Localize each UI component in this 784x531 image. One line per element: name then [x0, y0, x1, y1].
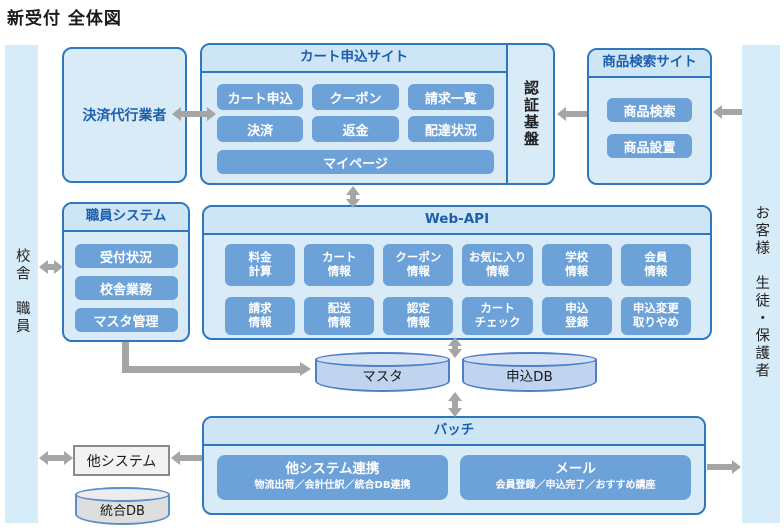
staff-system-header: 職員システム [64, 204, 188, 232]
actor-bar-customer: お客様 生徒・保護者 [742, 45, 780, 523]
arrow-cart-webapi [346, 186, 360, 208]
cart-site-buttons: カート申込 クーポン 請求一覧 決済 返金 配達状況 [217, 84, 494, 142]
coupon-info-button: クーポン 情報 [383, 244, 454, 286]
connector-staff-master-horizontal [122, 366, 300, 373]
actor-bar-customer-label: お客様 生徒・保護者 [753, 205, 770, 380]
application-register-button: 申込 登録 [541, 297, 612, 335]
product-search-button: 商品検索 [607, 98, 692, 122]
job-title: メール [555, 461, 596, 477]
arrow-payment-cart [172, 107, 216, 121]
job-title: 他システム連携 [285, 461, 380, 477]
arrow-staffbar-othersystem [39, 451, 73, 465]
integrated-db-label: 統合DB [100, 504, 145, 519]
fee-calc-button: 料金 計算 [225, 244, 296, 286]
cart-site-header: カート申込サイト [202, 45, 506, 73]
cart-apply-button: カート申込 [217, 84, 304, 110]
web-api-header: Web-API [204, 207, 710, 235]
delivery-status-button: 配達状況 [407, 116, 494, 142]
product-setup-button: 商品設置 [607, 134, 692, 158]
staff-system-panel: 職員システム 受付状況 校舎業務 マスタ管理 [62, 202, 190, 342]
certification-info-button: 認定 情報 [383, 297, 454, 335]
payment-button: 決済 [217, 116, 304, 142]
application-cancel-button: 申込変更 取りやめ [620, 297, 691, 335]
cart-info-button: カート 情報 [304, 244, 375, 286]
arrow-staffbar-staffsystem [39, 260, 63, 274]
arrow-db-batch [448, 392, 462, 417]
cart-check-button: カート チェック [462, 297, 533, 335]
billing-list-button: 請求一覧 [407, 84, 494, 110]
school-info-button: 学校 情報 [541, 244, 612, 286]
product-site-header: 商品検索サイト [589, 50, 710, 78]
refund-button: 返金 [312, 116, 399, 142]
reception-status-button: 受付状況 [74, 244, 178, 268]
shipping-info-button: 配送 情報 [304, 297, 375, 335]
payment-agent-box: 決済代行業者 [62, 47, 187, 183]
cylinder-top [315, 352, 450, 367]
connector-staff-master-vertical [122, 342, 129, 373]
web-api-buttons: 料金 計算 カート 情報 クーポン 情報 お気に入り 情報 学校 情報 会員 情… [225, 244, 691, 335]
job-subtitle: 会員登録／申込完了／おすすめ講座 [495, 479, 656, 491]
batch-header: バッチ [204, 418, 704, 446]
school-operations-button: 校舎業務 [74, 276, 178, 300]
master-management-button: マスタ管理 [74, 308, 178, 332]
arrow-webapi-db [448, 337, 462, 358]
billing-info-button: 請求 情報 [225, 297, 296, 335]
web-api-panel: Web-API 料金 計算 カート 情報 クーポン 情報 お気に入り 情報 学校… [202, 205, 712, 340]
connector-staff-master-arrowhead [300, 362, 311, 376]
payment-agent-label: 決済代行業者 [82, 108, 167, 124]
application-db-cylinder: 申込DB [462, 352, 597, 392]
cylinder-top [75, 487, 170, 502]
cylinder-top [462, 352, 597, 367]
mail-job: メール 会員登録／申込完了／おすすめ講座 [460, 455, 691, 500]
application-db-label: 申込DB [506, 369, 553, 385]
other-system-link-job: 他システム連携 物流出荷／会計仕訳／統合DB連携 [217, 455, 448, 500]
actor-bar-staff-label: 校舎 職員 [13, 248, 30, 336]
mypage-button: マイページ [217, 150, 494, 174]
cart-site-panel: カート申込サイト カート申込 クーポン 請求一覧 決済 返金 配達状況 マイペー… [200, 43, 555, 185]
other-system-label: 他システム [86, 453, 157, 470]
member-info-button: 会員 情報 [620, 244, 691, 286]
cart-site-main: カート申込サイト カート申込 クーポン 請求一覧 決済 返金 配達状況 マイペー… [202, 45, 506, 183]
arrow-batch-to-othersystem [171, 451, 202, 465]
arrow-batch-to-customer [707, 460, 741, 474]
coupon-button: クーポン [312, 84, 399, 110]
arrow-customer-to-product [713, 105, 742, 119]
master-db-label: マスタ [362, 369, 403, 385]
other-system-box: 他システム [73, 445, 170, 476]
actor-bar-staff: 校舎 職員 [5, 45, 38, 523]
auth-base-column: 認証基盤 [506, 45, 553, 183]
job-subtitle: 物流出荷／会計仕訳／統合DB連携 [254, 479, 411, 491]
arrow-product-to-auth [557, 107, 587, 121]
auth-base-label: 認証基盤 [522, 80, 540, 148]
integrated-db-cylinder: 統合DB [75, 487, 170, 525]
product-site-panel: 商品検索サイト 商品検索 商品設置 [587, 48, 712, 185]
favorites-info-button: お気に入り 情報 [462, 244, 533, 286]
batch-panel: バッチ 他システム連携 物流出荷／会計仕訳／統合DB連携 メール 会員登録／申込… [202, 416, 706, 515]
page-title: 新受付 全体図 [7, 9, 122, 29]
master-db-cylinder: マスタ [315, 352, 450, 392]
